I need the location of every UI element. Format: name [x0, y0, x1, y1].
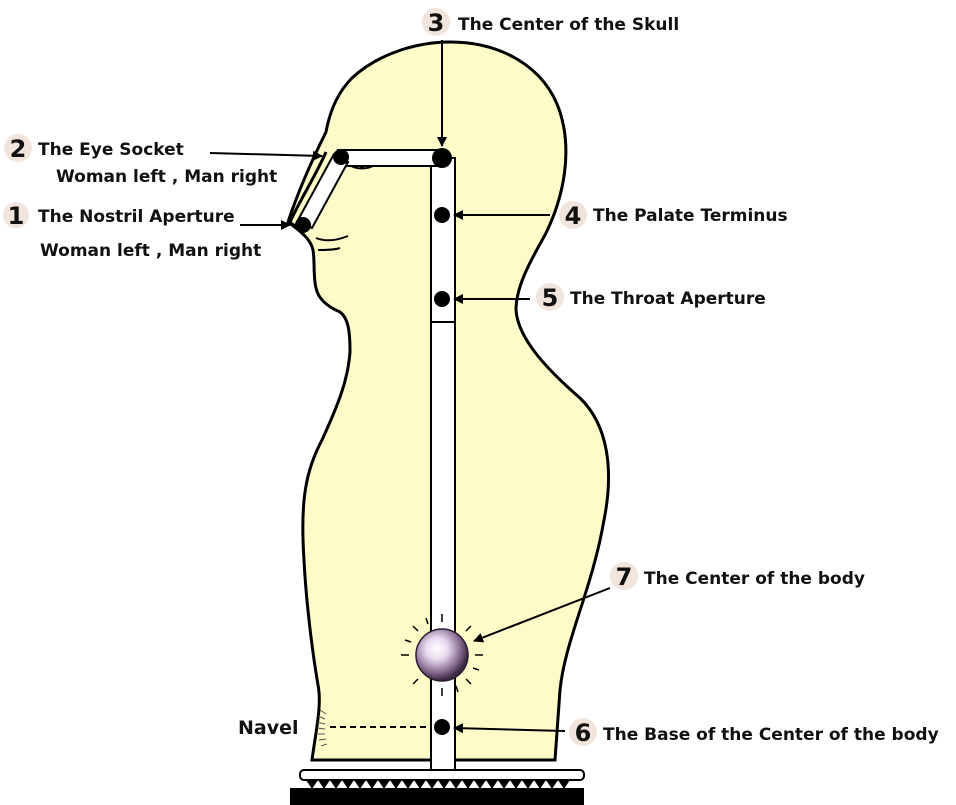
point-throat — [434, 291, 450, 307]
number-5: 5 — [542, 284, 559, 312]
spike — [330, 780, 342, 789]
number-4: 4 — [565, 202, 582, 230]
spike — [366, 780, 378, 789]
spike — [462, 780, 474, 789]
spike — [522, 780, 534, 789]
number-6: 6 — [575, 719, 592, 747]
point-nostril — [295, 217, 311, 233]
eye-channel — [338, 150, 442, 166]
point-base-center — [434, 719, 450, 735]
point-eye-socket — [333, 149, 349, 165]
spike — [534, 780, 546, 789]
central-channel — [431, 158, 455, 780]
spike — [378, 780, 390, 789]
label-palate: 4 The Palate Terminus — [559, 201, 788, 230]
spike-base-icon — [290, 770, 584, 805]
label-1-title: The Nostril Aperture — [38, 207, 235, 227]
label-base-center: 6 The Base of the Center of the body — [569, 718, 939, 747]
point-skull-center — [432, 148, 452, 168]
spike — [402, 780, 414, 789]
spike — [390, 780, 402, 789]
spike — [450, 780, 462, 789]
label-1-subtitle: Woman left , Man right — [40, 241, 261, 261]
point-palate — [434, 207, 450, 223]
number-7: 7 — [616, 563, 633, 591]
spike — [318, 780, 330, 789]
spike — [486, 780, 498, 789]
label-throat: 5 The Throat Aperture — [536, 283, 766, 312]
spike — [414, 780, 426, 789]
label-eye-socket: 2 The Eye Socket Woman left , Man right — [4, 134, 277, 187]
label-nostril: 1 The Nostril Aperture Woman left , Man … — [3, 202, 261, 261]
number-2: 2 — [10, 135, 27, 163]
label-center-body: 7 The Center of the body — [610, 562, 865, 591]
label-skull-center: 3 The Center of the Skull — [422, 8, 679, 37]
spike — [354, 780, 366, 789]
number-3: 3 — [428, 9, 445, 37]
label-3-title: The Center of the Skull — [458, 15, 679, 35]
label-7-title: The Center of the body — [644, 569, 865, 589]
number-1: 1 — [8, 202, 25, 230]
spike — [426, 780, 438, 789]
label-4-title: The Palate Terminus — [593, 206, 788, 226]
spike — [474, 780, 486, 789]
arrow-eye-socket — [210, 153, 322, 156]
navel-label: Navel — [238, 717, 299, 739]
label-2-title: The Eye Socket — [38, 140, 184, 160]
spike — [438, 780, 450, 789]
spike — [546, 780, 558, 789]
label-5-title: The Throat Aperture — [570, 289, 766, 309]
spike — [342, 780, 354, 789]
spike — [306, 780, 318, 789]
label-2-subtitle: Woman left , Man right — [56, 167, 277, 187]
spike — [558, 780, 570, 789]
spike — [510, 780, 522, 789]
label-6-title: The Base of the Center of the body — [603, 725, 939, 745]
spike — [498, 780, 510, 789]
